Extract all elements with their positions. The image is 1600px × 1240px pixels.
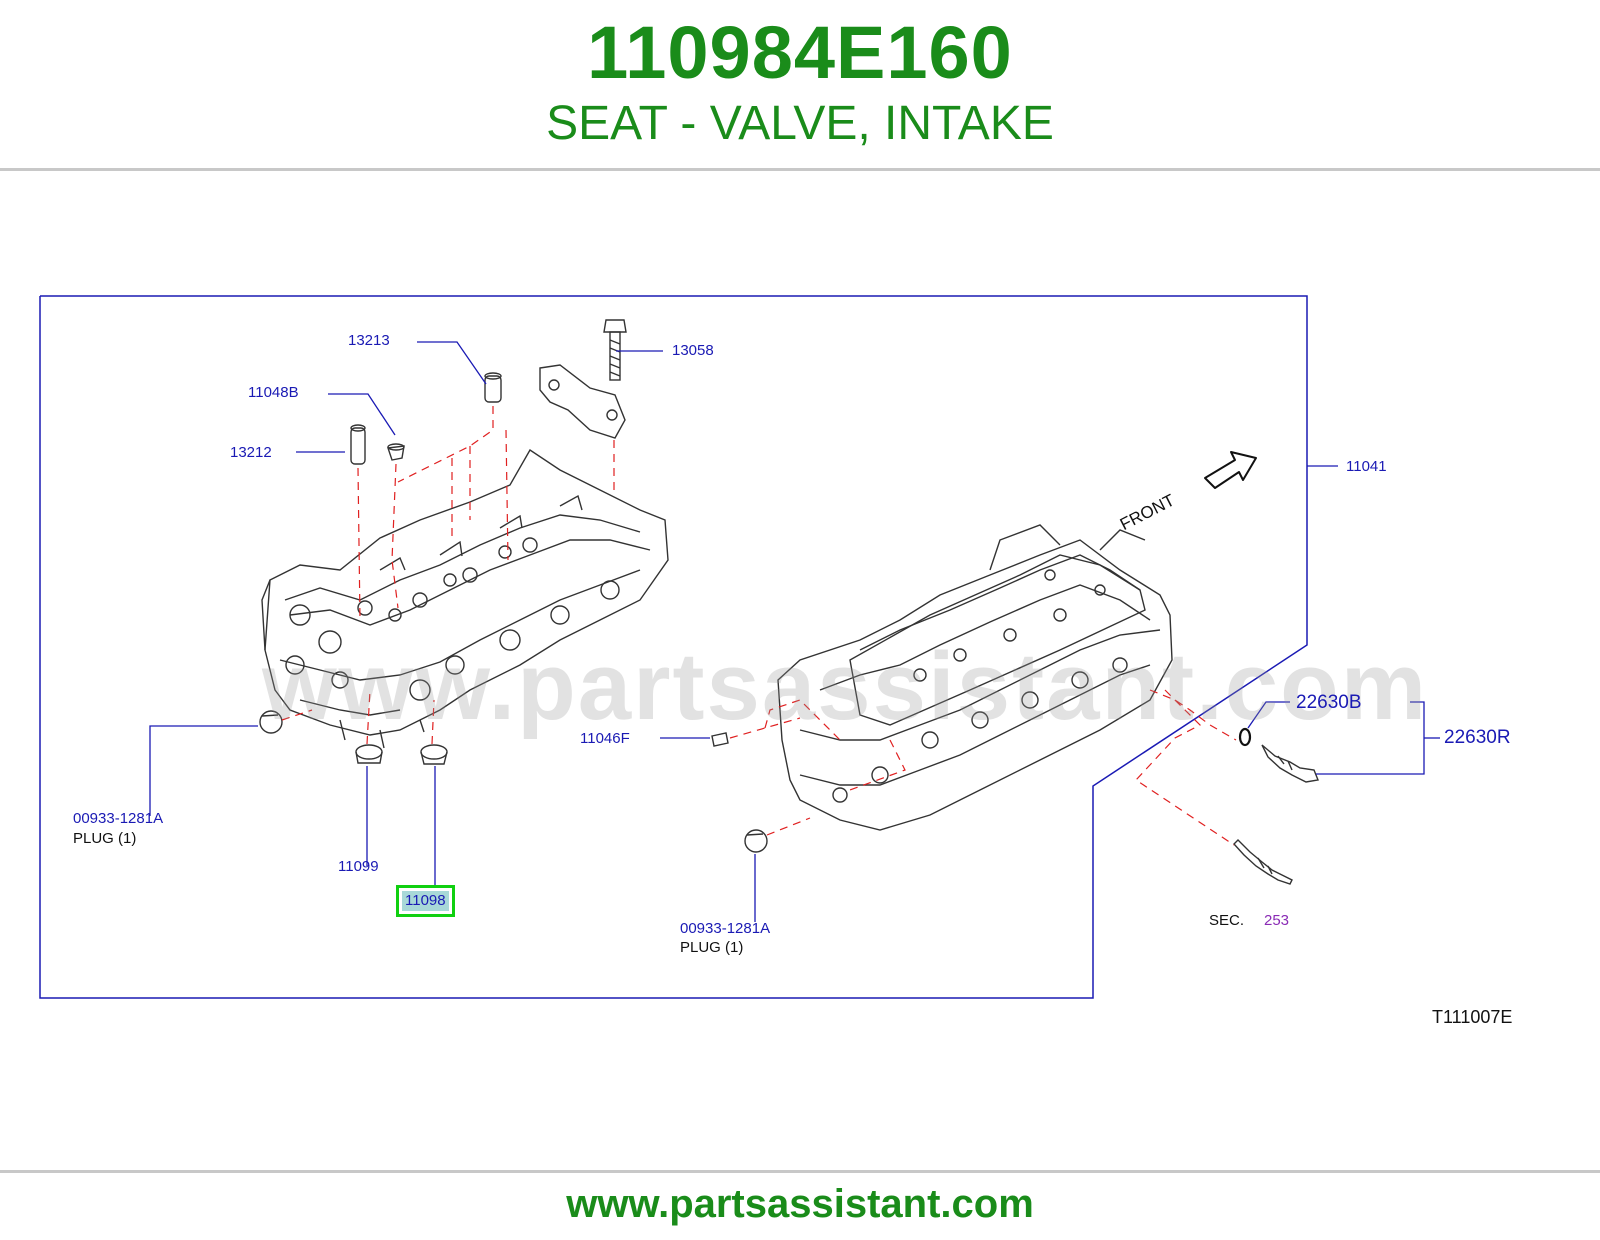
label-sec-prefix: SEC. <box>1209 912 1245 929</box>
label-13213[interactable]: 13213 <box>348 332 390 349</box>
plug-00933-right <box>744 829 768 853</box>
label-22630r[interactable]: 22630R <box>1444 727 1511 748</box>
figure-code: T111007E <box>1432 1007 1513 1027</box>
valve-guide-13212 <box>350 424 366 465</box>
watermark-text: www.partsassistant.com <box>262 633 1429 740</box>
footer-divider <box>0 1170 1600 1173</box>
valve-seat-11098 <box>420 744 448 765</box>
label-plug-left-desc: PLUG (1) <box>73 830 137 847</box>
camshaft-bracket <box>539 364 626 439</box>
label-11041[interactable]: 11041 <box>1346 458 1387 475</box>
label-13058[interactable]: 13058 <box>672 342 714 359</box>
label-13212[interactable]: 13212 <box>230 444 272 461</box>
label-plug-right-number[interactable]: 00933-1281A <box>680 920 771 937</box>
leader-lines <box>149 341 1440 922</box>
parts-diagram: www.partsassistant.com 13213 13058 11048… <box>0 270 1600 1070</box>
label-plug-left-number[interactable]: 00933-1281A <box>73 810 164 827</box>
plug-11048b <box>387 443 405 461</box>
part-number-title: 110984E160 <box>587 11 1013 94</box>
label-11046f[interactable]: 11046F <box>580 730 630 747</box>
glow-plug-sec253 <box>1233 839 1293 885</box>
cylinder-head-right <box>777 524 1173 831</box>
header-divider <box>0 168 1600 171</box>
footer-website-link[interactable]: www.partsassistant.com <box>566 1182 1034 1226</box>
label-sec-253-link[interactable]: 253 <box>1264 912 1290 929</box>
valve-guide-13213 <box>484 372 502 403</box>
bolt-13058 <box>603 319 627 381</box>
front-arrow-icon <box>1204 451 1257 489</box>
cylinder-head-left <box>261 449 669 749</box>
label-plug-right-desc: PLUG (1) <box>680 939 744 956</box>
sensor-22630r <box>1261 744 1319 783</box>
part-name-subtitle: SEAT - VALVE, INTAKE <box>546 97 1054 150</box>
diagram-drawing <box>39 295 1440 999</box>
valve-seat-11099 <box>355 744 383 764</box>
plug-11046f <box>711 732 729 747</box>
label-11099[interactable]: 11099 <box>338 858 379 875</box>
o-ring-22630b <box>1238 727 1252 747</box>
plug-00933-left <box>259 710 283 734</box>
label-22630b[interactable]: 22630B <box>1296 692 1362 713</box>
diagram-frame <box>39 295 1308 999</box>
label-11048b[interactable]: 11048B <box>248 384 299 401</box>
label-11098-selected[interactable]: 11098 <box>396 885 455 917</box>
assembly-dashed-lines <box>281 406 1237 846</box>
